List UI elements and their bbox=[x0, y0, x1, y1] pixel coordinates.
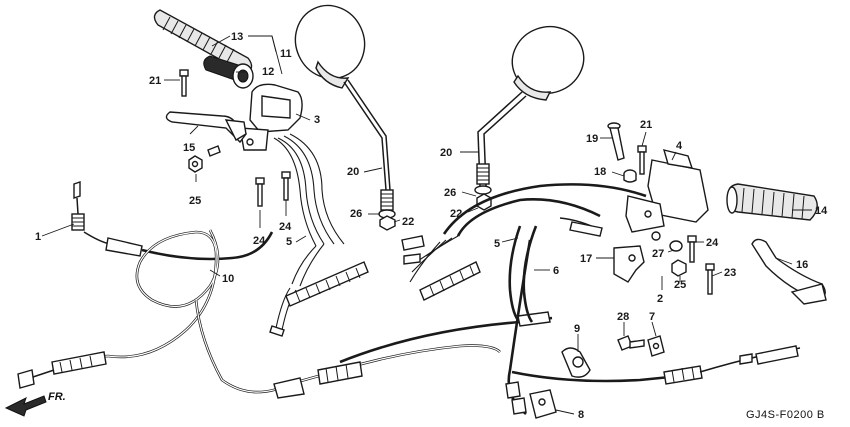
label-24-left-b: 24 bbox=[279, 221, 292, 233]
bolt-28-bracket-7 bbox=[617, 335, 665, 357]
label-2: 2 bbox=[657, 293, 663, 305]
label-9: 9 bbox=[574, 323, 580, 335]
main-cable-bottom bbox=[194, 299, 553, 399]
front-direction-label: FR. bbox=[48, 391, 66, 403]
label-16: 16 bbox=[796, 259, 808, 271]
left-switch-housing bbox=[239, 83, 303, 151]
right-grip bbox=[726, 183, 818, 221]
front-brake-cable bbox=[511, 345, 801, 385]
label-25-left: 25 bbox=[189, 195, 201, 207]
cable-1 bbox=[71, 181, 274, 261]
label-12: 12 bbox=[262, 66, 274, 78]
label-24-left-a: 24 bbox=[253, 235, 266, 247]
label-22-right: 22 bbox=[450, 208, 462, 220]
label-3: 3 bbox=[314, 114, 320, 126]
throttle-pipe bbox=[203, 55, 254, 89]
label-24-right: 24 bbox=[706, 237, 719, 249]
label-21-left: 21 bbox=[149, 75, 161, 87]
label-6: 6 bbox=[553, 265, 559, 277]
clutch-lever-left bbox=[165, 111, 247, 144]
label-10: 10 bbox=[222, 273, 234, 285]
label-25-right: 25 bbox=[674, 279, 686, 291]
label-21-right: 21 bbox=[640, 119, 652, 131]
label-20-left: 20 bbox=[347, 166, 359, 178]
right-switch-housing bbox=[625, 149, 709, 241]
label-28: 28 bbox=[617, 311, 629, 323]
nut-25-left bbox=[188, 145, 221, 173]
leader-lines bbox=[41, 35, 812, 415]
right-lower-fasteners bbox=[661, 235, 715, 295]
label-17: 17 bbox=[580, 253, 592, 265]
label-15: 15 bbox=[183, 142, 195, 154]
left-switch-harness bbox=[269, 133, 369, 337]
mirror-right bbox=[474, 25, 585, 211]
callout-labels: 13 11 12 21 3 15 25 20 26 22 24 24 5 1 1… bbox=[35, 31, 828, 421]
right-small-fasteners bbox=[607, 122, 647, 183]
label-18: 18 bbox=[594, 166, 606, 178]
label-14: 14 bbox=[815, 205, 828, 217]
label-26-left: 26 bbox=[350, 208, 362, 220]
label-20-right: 20 bbox=[440, 147, 452, 159]
throttle-cable bbox=[17, 229, 220, 389]
label-26-right: 26 bbox=[444, 187, 456, 199]
switch-8 bbox=[505, 381, 557, 419]
label-27: 27 bbox=[652, 248, 664, 260]
lever-bracket bbox=[613, 245, 645, 283]
label-11: 11 bbox=[280, 48, 292, 60]
mirror-left bbox=[294, 4, 396, 231]
label-5-right: 5 bbox=[494, 238, 500, 250]
clamp-9 bbox=[561, 347, 591, 378]
label-1: 1 bbox=[35, 231, 41, 243]
label-23: 23 bbox=[724, 267, 736, 279]
label-19: 19 bbox=[586, 133, 598, 145]
screws-24-left bbox=[255, 171, 291, 207]
label-13: 13 bbox=[231, 31, 243, 43]
label-5-left: 5 bbox=[286, 236, 292, 248]
label-8: 8 bbox=[578, 409, 584, 421]
right-switch-harness bbox=[401, 183, 647, 416]
label-4: 4 bbox=[676, 140, 683, 152]
drawing-code: GJ4S-F0200 B bbox=[746, 409, 825, 421]
bolt-21-left bbox=[179, 69, 189, 97]
front-direction-arrow bbox=[4, 395, 47, 417]
front-brake-lever bbox=[751, 238, 827, 305]
label-7: 7 bbox=[649, 311, 655, 323]
label-22-left: 22 bbox=[402, 216, 414, 228]
